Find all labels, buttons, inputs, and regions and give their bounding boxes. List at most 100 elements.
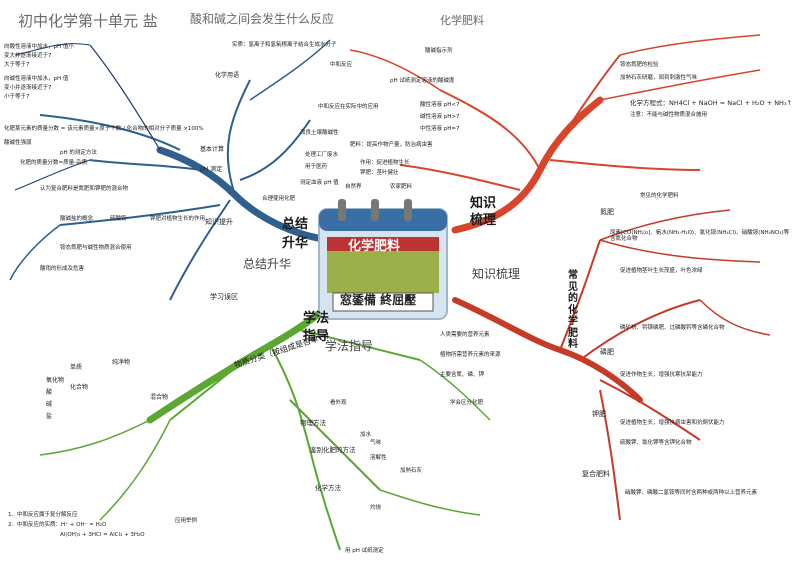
- note-d10: 看外观: [330, 400, 347, 406]
- class-compound: 化合物: [70, 384, 89, 391]
- note-a21: 认为复合肥料是氮肥和钾肥的混合物: [40, 186, 129, 192]
- sub-branch: [699, 299, 771, 336]
- note-d25: 应用举例: [175, 518, 198, 524]
- note-d26: Al(OH)₃ + 3HCl = AlCl₃ + 3H₂O: [60, 532, 145, 538]
- note-a6: 小于等于7: [4, 94, 30, 100]
- note-c12: 促进植物生长，增强抗病虫害和抗倒伏能力: [620, 420, 725, 426]
- sub-branch: [249, 39, 331, 101]
- note-a3: 大于等于7: [4, 62, 30, 68]
- note-a14: 学习误区: [210, 293, 238, 301]
- class-base: 碱: [46, 401, 53, 408]
- header-topic: 化学肥料: [440, 14, 484, 27]
- branch-label-guide: 指导: [303, 329, 330, 344]
- note-d17: 气味: [370, 440, 382, 446]
- note-a2: 变大并逐渐接近于7: [4, 53, 52, 59]
- fert-nitrogen: 氮肥: [600, 208, 614, 216]
- note-a10: pH 的测定方法: [60, 150, 97, 156]
- note-b6: 处理工厂废水: [305, 152, 339, 158]
- note-d11: 加水: [360, 432, 372, 438]
- note-b7: 用于医药: [305, 164, 328, 170]
- note-a19: 钾肥对植物生长的作用: [150, 216, 206, 222]
- note-a17: 酸碱盐的概念: [60, 216, 94, 222]
- note-b1: 酸碱指示剂: [425, 48, 453, 54]
- note-a13: pH 测定: [200, 166, 223, 173]
- note-b11: 碱性溶液 pH>7: [420, 114, 460, 120]
- sub-branch: [299, 329, 421, 361]
- note-a5: 变小并逐渐接近于7: [4, 85, 52, 91]
- class-element: 单质: [70, 364, 83, 371]
- note-b12: 中性溶液 pH=7: [420, 126, 460, 132]
- note-d18: 用 pH 试纸测定: [345, 548, 384, 554]
- note-d13: 化学方法: [315, 484, 341, 492]
- note-c7: 磷矿粉、钙镁磷肥、过磷酸钙等含磷化合物: [620, 325, 725, 331]
- sub-branch: [226, 79, 251, 196]
- sub-branch: [169, 359, 246, 421]
- sub-branch: [399, 164, 521, 191]
- note-b10: 酸性溶液 pH<7: [420, 102, 460, 108]
- branch-knowledge-red: [451, 96, 604, 234]
- sub-branch: [599, 239, 761, 263]
- page-title: 初中化学第十单元 盐: [18, 12, 158, 30]
- center-banner: 化学肥料: [348, 239, 401, 254]
- note-a22: 酸雨的形成及危害: [40, 266, 85, 272]
- fert-compound: 复合肥料: [582, 470, 610, 478]
- note-c13: 化学方程式：NH4Cl + NaOH = NaCl + H₂O + NH₃↑: [630, 99, 792, 107]
- branch-summary-blue: [156, 146, 334, 244]
- note-d20: 植物所需营养元素的来源: [440, 352, 501, 358]
- branch-common-red: [452, 297, 643, 403]
- note-d23: 1．中和反应属于复分解反应: [8, 512, 78, 518]
- note-c10: 促进植物茎叶生长茂盛，叶色浓绿: [620, 268, 703, 274]
- sub-branch: [39, 419, 151, 456]
- note-a9: 酸碱性强弱: [4, 140, 32, 146]
- note-a18: 硫酸铵: [110, 216, 127, 222]
- sub-branch: [89, 159, 201, 171]
- note-b14: 作用：促进植物生长: [360, 160, 410, 166]
- note-d24: 2．中和反应的实质：H⁺ + OH⁻ = H₂O: [8, 522, 107, 528]
- note-d12: 加熟石灰: [400, 468, 423, 474]
- fert-phosphorus: 磷肥: [600, 348, 614, 356]
- calendar-icon: [313, 193, 453, 323]
- note-b5: 改良土壤酸碱性: [300, 130, 339, 136]
- branch-label-summary: 总结: [282, 217, 309, 232]
- sub-branch: [239, 119, 311, 181]
- page-subtitle: 酸和碱之间会发生什么反应: [190, 12, 335, 26]
- class-pure: 纯净物: [112, 359, 131, 366]
- sub-branch: [89, 44, 161, 151]
- note-d21: 主要含氮、磷、钾: [440, 372, 485, 378]
- note-d16: 溶解性: [370, 455, 387, 461]
- note-c11: 促进作物生长，增强抗寒抗旱能力: [620, 372, 703, 378]
- sub-branch: [579, 299, 701, 361]
- note-c9: 硝酸钾、磷酸二氢铵等同时含两种或两种以上营养元素: [625, 490, 758, 496]
- note-a12: 基本计算: [200, 146, 225, 153]
- sub-branch: [559, 54, 621, 141]
- note-d15: 灼烧: [370, 505, 382, 511]
- sub-branch: [59, 204, 221, 226]
- note-a1: 向酸性溶液中加水，pH 值小: [4, 44, 74, 50]
- branch-common-fertilizer: 常见的化学肥料: [568, 270, 578, 350]
- branch-knowledge-review: 知识梳理: [472, 267, 521, 281]
- branch-label-method: 学法: [303, 311, 330, 326]
- sub-branch: [99, 419, 171, 521]
- sub-branch: [619, 34, 761, 56]
- sub-branch: [14, 159, 91, 191]
- sub-branch: [599, 209, 731, 241]
- sub-branch: [599, 379, 701, 441]
- note-a11: 化肥的质量分数=质量-杂质: [20, 160, 88, 166]
- sub-branch: [309, 449, 341, 551]
- note-c8: 硫酸钾、氯化钾等含钾化合物: [620, 440, 692, 446]
- sub-branch: [419, 359, 491, 421]
- sub-branch: [269, 344, 311, 451]
- branch-label-review: 梳理: [470, 213, 497, 228]
- note-a15: 化学用语: [215, 72, 240, 79]
- class-mixture: 混合物: [150, 394, 169, 401]
- class-salt: 盐: [46, 413, 53, 420]
- note-a16: 知识提升: [205, 218, 233, 226]
- note-d19: 人类需要的营养元素: [440, 332, 490, 338]
- note-c5: 常见的化学肥料: [640, 193, 679, 199]
- sub-branch: [169, 199, 231, 301]
- note-b9: 合理使用化肥: [262, 196, 296, 202]
- sub-branch: [599, 69, 761, 101]
- note-b13: 肥料：提高作物产量，防治病虫害: [350, 142, 433, 148]
- note-b16: 自然界: [345, 184, 362, 190]
